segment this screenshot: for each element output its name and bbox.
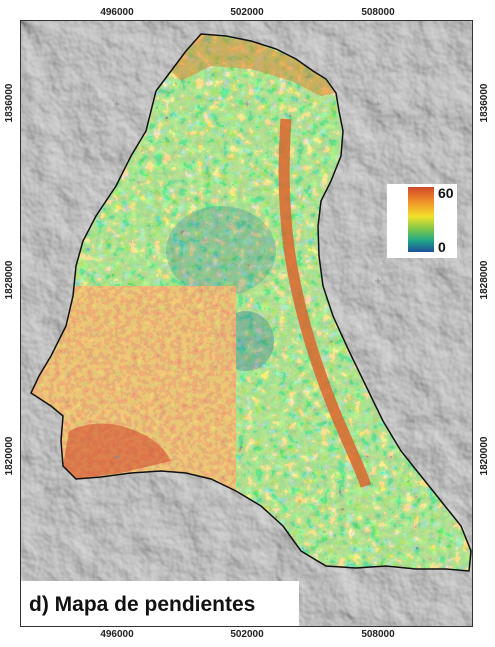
flat-zone-2 xyxy=(218,311,274,371)
x-tick-top-508000: 508000 xyxy=(361,7,395,18)
x-tick-bottom-496000: 496000 xyxy=(100,629,134,640)
steep-southwest-core xyxy=(63,423,171,479)
legend-color-ramp xyxy=(408,187,434,252)
legend-max-label: 60 xyxy=(438,185,454,201)
basin-outline xyxy=(30,33,472,572)
y-tick-left-1820000: 1820000 xyxy=(4,436,15,476)
slope-map xyxy=(21,21,472,626)
x-tick-bottom-502000: 502000 xyxy=(230,629,264,640)
flat-zone xyxy=(166,206,276,296)
steep-ridge xyxy=(278,118,372,488)
y-tick-left-1828000: 1828000 xyxy=(4,260,15,300)
map-frame: 60 0 d) Mapa de pendientes xyxy=(20,20,473,627)
x-tick-top-496000: 496000 xyxy=(100,7,134,18)
slope-legend: 60 0 xyxy=(387,184,457,258)
x-tick-top-502000: 502000 xyxy=(230,7,264,18)
x-tick-bottom-508000: 508000 xyxy=(361,629,395,640)
steep-north-rim xyxy=(171,34,336,96)
panel-title: d) Mapa de pendientes xyxy=(29,593,256,616)
panel-title-box: d) Mapa de pendientes xyxy=(21,581,299,626)
y-tick-right-1820000: 1820000 xyxy=(479,436,490,476)
y-tick-left-1836000: 1836000 xyxy=(4,83,15,123)
y-tick-right-1836000: 1836000 xyxy=(479,83,490,123)
legend-min-label: 0 xyxy=(438,239,446,255)
y-tick-right-1828000: 1828000 xyxy=(479,260,490,300)
grid-crosses xyxy=(114,101,381,460)
